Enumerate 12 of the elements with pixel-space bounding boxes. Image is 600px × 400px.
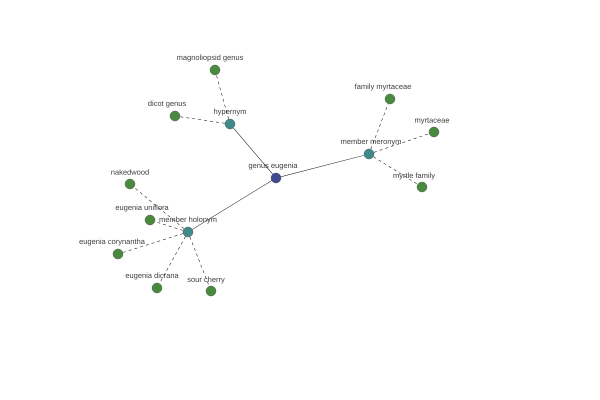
connector-line [216, 74, 229, 120]
connector-line [192, 180, 272, 230]
connector-line [180, 116, 226, 124]
connector-line [374, 133, 430, 153]
connector-line [280, 155, 364, 177]
connector-line [154, 221, 184, 231]
connector-line [233, 128, 273, 174]
connector-line [373, 156, 418, 184]
connector-line [159, 236, 186, 284]
connector-line [190, 236, 210, 286]
connector-line [122, 233, 184, 253]
connector-line [134, 187, 184, 229]
